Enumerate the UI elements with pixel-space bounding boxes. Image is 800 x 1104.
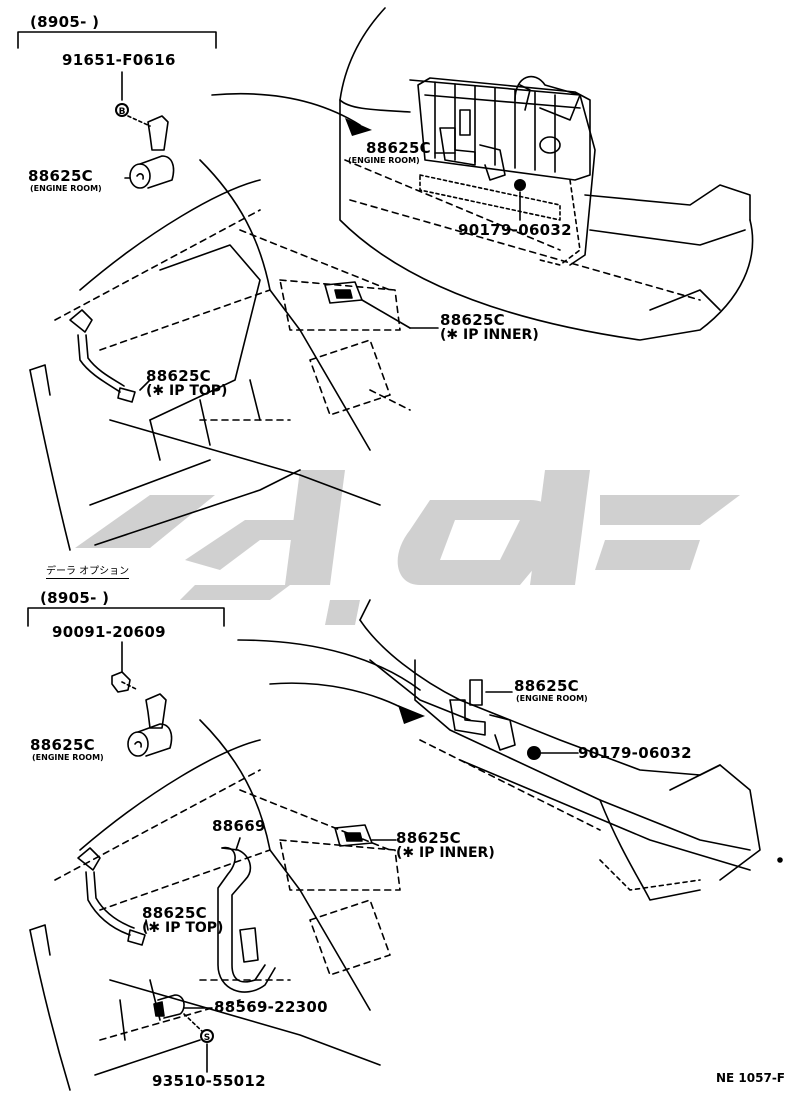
sensor-ip-top-top bbox=[69, 309, 136, 403]
sensor-ip-top-bottom bbox=[77, 847, 146, 946]
leader-line bbox=[145, 919, 149, 931]
horn-sensor-bottom-engine bbox=[449, 679, 516, 751]
bottom-hose-part-number: 88669 bbox=[212, 817, 266, 835]
dealer-option-label: デーラ オプション bbox=[46, 566, 130, 579]
bottom-grommet-part-number: 90179-06032 bbox=[578, 744, 692, 762]
bottom-ip-inner-part-number: 88625C bbox=[396, 829, 461, 847]
leader-line bbox=[127, 115, 151, 127]
top-ip-inner-note: (✱ IP INNER) bbox=[440, 327, 539, 343]
bolt-symbol-top: B bbox=[115, 103, 129, 117]
figure-reference-code: NE 1057-F bbox=[716, 1071, 785, 1085]
bottom-ip-top-note: (✱ IP TOP) bbox=[142, 920, 224, 936]
grommet-top bbox=[514, 179, 526, 191]
arrow-head bbox=[398, 705, 425, 724]
svg-text:B: B bbox=[119, 107, 126, 117]
bottom-engine-room-part-number-right: 88625C bbox=[514, 677, 579, 695]
pointer-arrow bbox=[269, 682, 411, 713]
top-ip-top-note: (✱ IP TOP) bbox=[146, 383, 228, 399]
horn-sensor-top-engine bbox=[439, 109, 506, 181]
top-engine-room-note: (ENGINE ROOM) bbox=[30, 184, 102, 193]
sensor-engine-room-bottom bbox=[127, 693, 173, 757]
clamp bbox=[153, 994, 185, 1019]
leader-line bbox=[237, 639, 421, 691]
interior-dash-top bbox=[29, 159, 411, 551]
sensor-engine-room-top bbox=[129, 115, 175, 189]
top-bracket bbox=[17, 31, 217, 49]
bottom-bolt-part-number: 90091-20609 bbox=[52, 623, 166, 641]
bolt-bottom bbox=[111, 671, 139, 693]
top-engine-room-part-number-right: 88625C bbox=[366, 139, 431, 157]
leader-line bbox=[235, 837, 241, 851]
screw-symbol-bottom: S bbox=[200, 1029, 214, 1043]
top-engine-room-note-right: (ENGINE ROOM) bbox=[348, 156, 420, 165]
bottom-clamp-part-number: 88569-22300 bbox=[214, 998, 328, 1016]
bottom-date-range: (8905- ) bbox=[40, 589, 110, 607]
engine-room-body-bottom bbox=[359, 599, 783, 901]
hose bbox=[217, 846, 276, 993]
bottom-ip-inner-note: (✱ IP INNER) bbox=[396, 845, 495, 861]
bottom-engine-room-note-right: (ENGINE ROOM) bbox=[516, 694, 588, 703]
top-date-range: (8905- ) bbox=[30, 13, 100, 31]
leader-line bbox=[361, 299, 411, 329]
bottom-ip-top-part-number: 88625C bbox=[142, 904, 207, 922]
arrow-head bbox=[345, 118, 372, 136]
grommet-bottom bbox=[527, 746, 541, 760]
pointer-arrow bbox=[211, 92, 361, 126]
top-bolt-part-number: 91651-F0616 bbox=[62, 51, 176, 69]
top-grommet-part-number: 90179-06032 bbox=[458, 221, 572, 239]
leader-line bbox=[139, 379, 151, 391]
top-engine-room-part-number: 88625C bbox=[28, 167, 93, 185]
svg-text:S: S bbox=[204, 1033, 210, 1043]
sensor-ip-inner-bottom bbox=[334, 824, 373, 847]
bottom-engine-room-note: (ENGINE ROOM) bbox=[32, 753, 104, 762]
engine-room-body-top bbox=[339, 7, 754, 341]
top-ip-inner-part-number: 88625C bbox=[440, 311, 505, 329]
watermark-logo bbox=[75, 470, 740, 625]
bottom-bracket bbox=[27, 607, 225, 627]
bottom-screw-part-number: 93510-55012 bbox=[152, 1072, 266, 1090]
bottom-engine-room-part-number: 88625C bbox=[30, 736, 95, 754]
top-ip-top-part-number: 88625C bbox=[146, 367, 211, 385]
sensor-ip-inner-top bbox=[324, 281, 363, 304]
leader-line bbox=[183, 1013, 206, 1035]
interior-dash-bottom bbox=[29, 719, 401, 1091]
